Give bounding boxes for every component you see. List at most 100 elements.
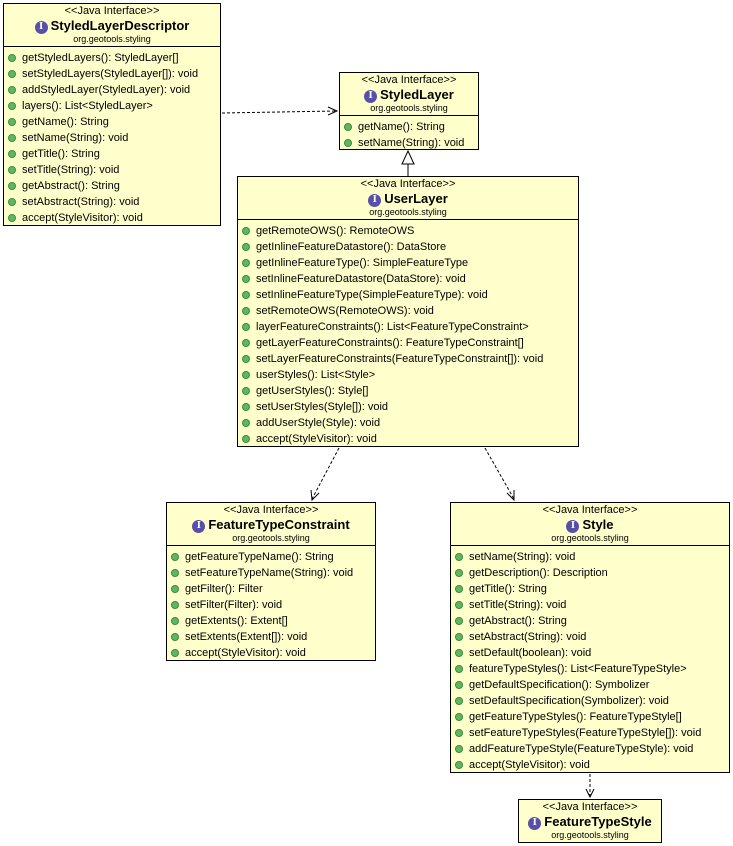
public-method-icon — [455, 649, 463, 657]
operation-signature: getInlineFeatureDatastore(): DataStore — [256, 241, 447, 253]
operation-row: getDescription(): Description — [451, 565, 729, 581]
operation-row: setTitle(String): void — [4, 162, 220, 178]
interface-name: FeatureTypeStyle — [544, 814, 652, 829]
operation-signature: setLayerFeatureConstraints(FeatureTypeCo… — [256, 353, 544, 365]
public-method-icon — [455, 729, 463, 737]
interface-name: StyledLayerDescriptor — [50, 18, 190, 33]
operation-row: setName(String): void — [451, 549, 729, 565]
operation-signature: accept(StyleVisitor): void — [22, 212, 143, 224]
operation-signature: userStyles(): List<Style> — [256, 369, 376, 381]
stereotype-label: <<Java Interface>> — [361, 74, 457, 86]
interface-icon: I — [192, 520, 206, 533]
public-method-icon — [8, 214, 16, 222]
operation-row: accept(StyleVisitor): void — [451, 757, 729, 773]
operation-row: setDefaultSpecification(Symbolizer): voi… — [451, 693, 729, 709]
public-method-icon — [171, 601, 179, 609]
operation-row: getFeatureTypeStyles(): FeatureTypeStyle… — [451, 709, 729, 725]
operation-row: getStyledLayers(): StyledLayer[] — [4, 50, 220, 66]
operation-row: setName(String): void — [340, 135, 478, 151]
public-method-icon — [242, 339, 250, 347]
public-method-icon — [8, 150, 16, 158]
operation-signature: setFeatureTypeName(String): void — [185, 567, 354, 579]
operation-signature: setTitle(String): void — [469, 599, 567, 611]
operation-signature: featureTypeStyles(): List<FeatureTypeSty… — [469, 663, 687, 675]
operation-row: setRemoteOWS(RemoteOWS): void — [238, 303, 578, 319]
operation-signature: getAbstract(): String — [22, 180, 120, 192]
operation-row: setFeatureTypeName(String): void — [167, 565, 375, 581]
package-label: org.geotools.styling — [551, 830, 629, 840]
operation-row: layers(): List<StyledLayer> — [4, 98, 220, 114]
operations-list: setName(String): void getDescription(): D… — [451, 546, 729, 773]
dependency-arrow-sld-to-styled-layer — [221, 106, 339, 116]
operation-signature: getTitle(): String — [469, 583, 547, 595]
operation-row: addStyledLayer(StyledLayer): void — [4, 82, 220, 98]
operation-row: accept(StyleVisitor): void — [167, 645, 375, 661]
public-method-icon — [242, 243, 250, 251]
operation-signature: getExtents(): Extent[] — [185, 615, 288, 627]
public-method-icon — [455, 601, 463, 609]
operation-signature: getStyledLayers(): StyledLayer[] — [22, 52, 179, 64]
operation-row: getName(): String — [340, 119, 478, 135]
operation-signature: setAbstract(String): void — [469, 631, 587, 643]
operation-signature: addFeatureTypeStyle(FeatureTypeStyle): v… — [469, 743, 694, 755]
operations-list: getRemoteOWS(): RemoteOWS getInlineFeatur… — [238, 220, 578, 447]
operation-signature: getInlineFeatureType(): SimpleFeatureTyp… — [256, 257, 469, 269]
operation-row: setInlineFeatureType(SimpleFeatureType):… — [238, 287, 578, 303]
operation-row: setTitle(String): void — [451, 597, 729, 613]
operations-list: getFeatureTypeName(): String setFeatureTy… — [167, 546, 375, 661]
operation-signature: setInlineFeatureType(SimpleFeatureType):… — [256, 289, 488, 301]
operation-signature: setAbstract(String): void — [22, 196, 140, 208]
operation-signature: getFilter(): Filter — [185, 583, 263, 595]
operation-row: getFilter(): Filter — [167, 581, 375, 597]
operation-row: getUserStyles(): Style[] — [238, 383, 578, 399]
public-method-icon — [171, 617, 179, 625]
public-method-icon — [242, 419, 250, 427]
operation-row: setLayerFeatureConstraints(FeatureTypeCo… — [238, 351, 578, 367]
interface-icon: I — [364, 90, 378, 103]
stereotype-label: <<Java Interface>> — [64, 5, 160, 17]
public-method-icon — [8, 118, 16, 126]
stereotype-label: <<Java Interface>> — [542, 504, 638, 516]
public-method-icon — [455, 585, 463, 593]
operation-signature: getFeatureTypeStyles(): FeatureTypeStyle… — [469, 711, 682, 723]
operation-signature: getRemoteOWS(): RemoteOWS — [256, 225, 415, 237]
operation-row: getRemoteOWS(): RemoteOWS — [238, 223, 578, 239]
operation-row: setAbstract(String): void — [451, 629, 729, 645]
package-label: org.geotools.styling — [73, 34, 151, 44]
operation-row: getDefaultSpecification(): Symbolizer — [451, 677, 729, 693]
operation-row: getExtents(): Extent[] — [167, 613, 375, 629]
operation-row: getFeatureTypeName(): String — [167, 549, 375, 565]
operation-signature: layers(): List<StyledLayer> — [22, 100, 153, 112]
interface-name: Style — [582, 517, 614, 532]
interface-name: FeatureTypeConstraint — [208, 517, 350, 532]
operation-row: setName(String): void — [4, 130, 220, 146]
operations-list: getStyledLayers(): StyledLayer[]setStyle… — [4, 47, 220, 226]
operation-signature: setDefault(boolean): void — [469, 647, 592, 659]
public-method-icon — [171, 569, 179, 577]
public-method-icon — [242, 435, 250, 443]
operation-row: setExtents(Extent[]): void — [167, 629, 375, 645]
operation-row: getName(): String — [4, 114, 220, 130]
dependency-arrow-user-layer-to-feature-type-constraint — [310, 447, 340, 502]
public-method-icon — [344, 123, 352, 131]
operation-signature: getFeatureTypeName(): String — [185, 551, 334, 563]
interface-name: StyledLayer — [380, 87, 454, 102]
operation-row: layerFeatureConstraints(): List<FeatureT… — [238, 319, 578, 335]
public-method-icon — [242, 275, 250, 283]
public-method-icon — [242, 227, 250, 235]
operation-row: getAbstract(): String — [451, 613, 729, 629]
operation-row: addFeatureTypeStyle(FeatureTypeStyle): v… — [451, 741, 729, 757]
operation-signature: getDescription(): Description — [469, 567, 608, 579]
operation-signature: setFilter(Filter): void — [185, 599, 283, 611]
operation-signature: setInlineFeatureDatastore(DataStore): vo… — [256, 273, 466, 285]
public-method-icon — [455, 713, 463, 721]
operation-signature: getLayerFeatureConstraints(): FeatureTyp… — [256, 337, 524, 349]
